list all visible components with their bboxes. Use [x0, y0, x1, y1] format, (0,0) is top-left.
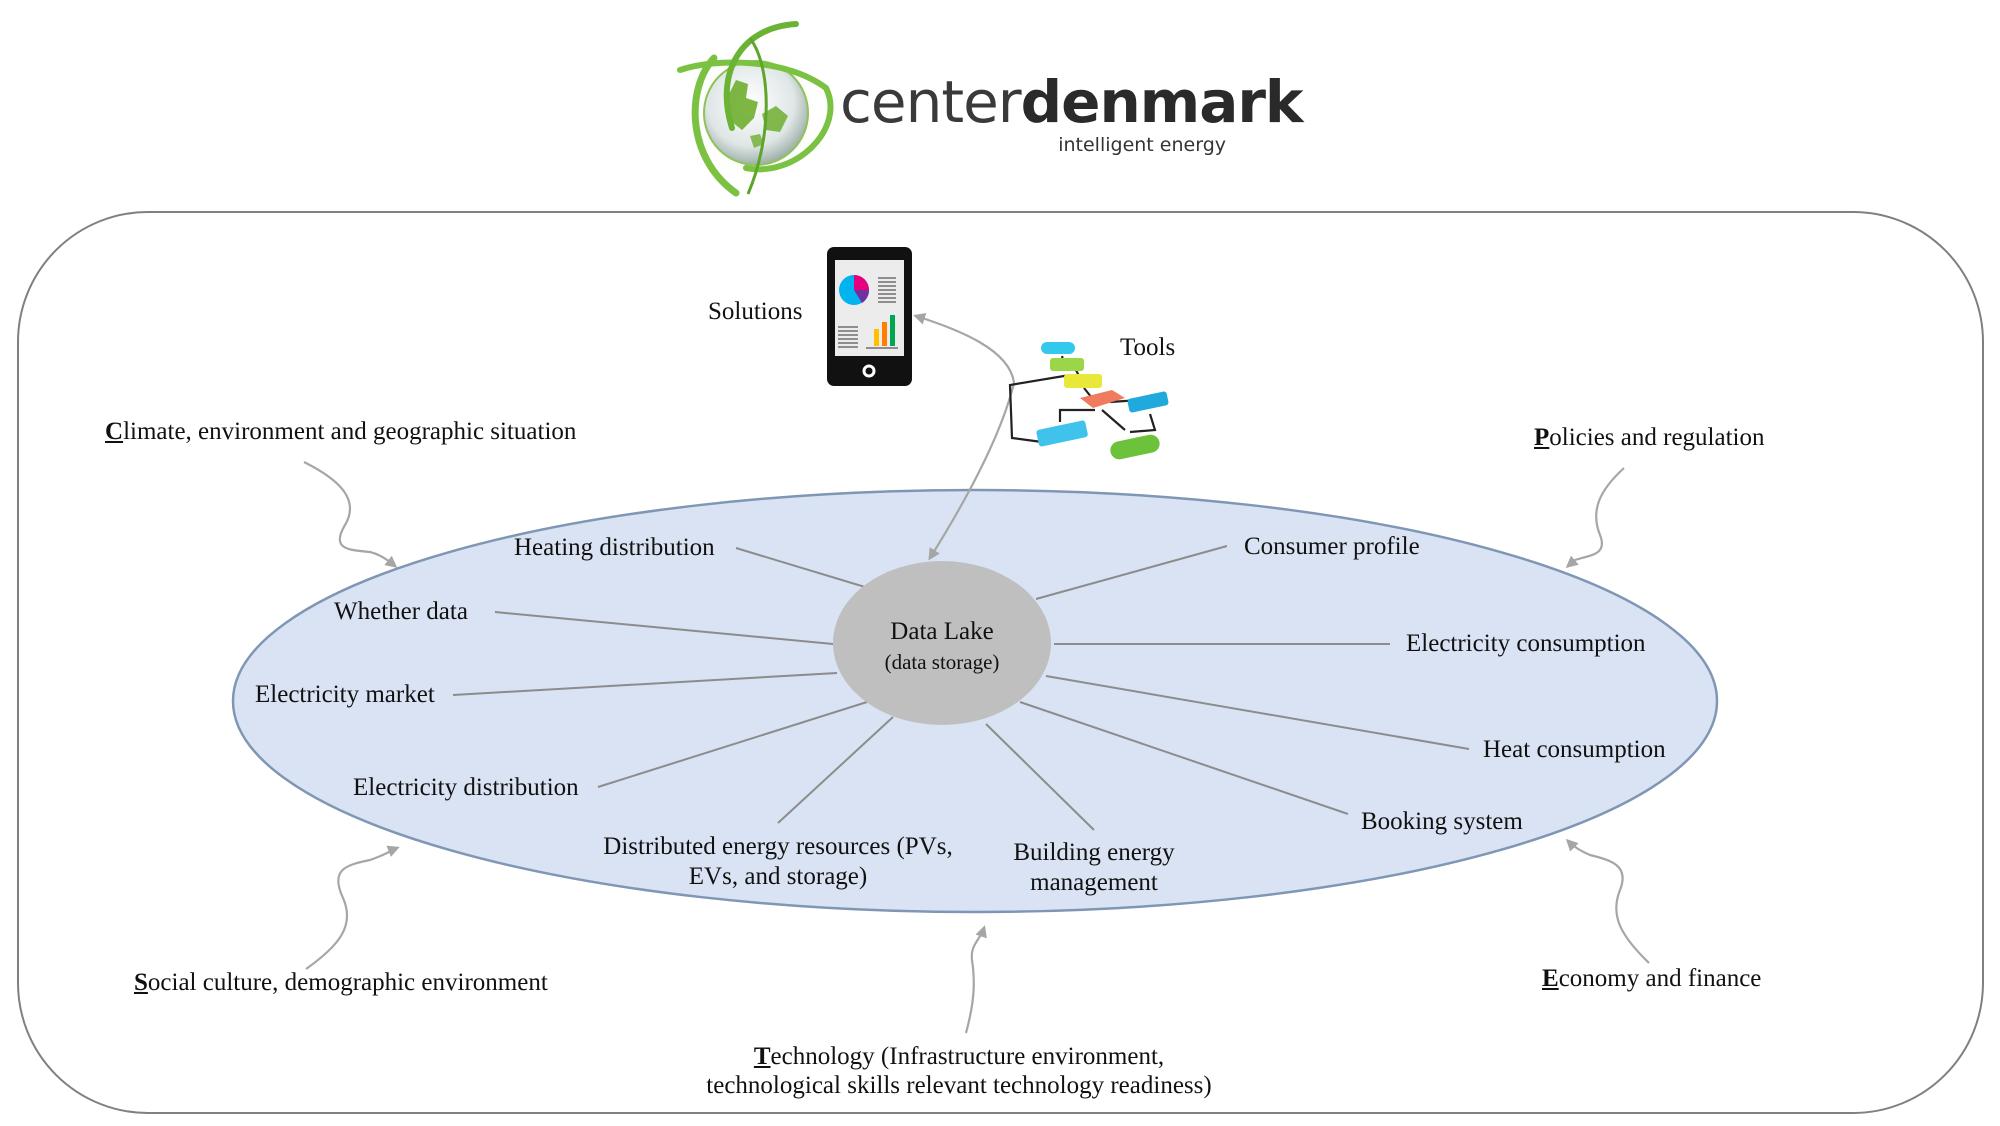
- arrow-technology: [964, 925, 987, 1034]
- factor-technology-initial: T: [753, 1043, 771, 1070]
- source-building-energy-line1: Building energy: [1013, 839, 1175, 866]
- factor-economy: Economy and finance: [1542, 964, 1761, 994]
- arrow-datalake: [928, 382, 1016, 561]
- source-heating-distribution: Heating distribution: [514, 534, 715, 561]
- factor-climate: Climate, environment and geographic situ…: [105, 417, 576, 447]
- connector-electricity-market: [452, 672, 838, 696]
- arrow-social: [305, 845, 400, 970]
- flowchart-icon: [1008, 342, 1169, 460]
- source-building-energy-line2: management: [1030, 869, 1158, 896]
- connector-whether-data: [494, 611, 834, 645]
- data-lake-subtitle: (data storage): [884, 650, 1000, 674]
- factor-technology-line2: technological skills relevant technology…: [706, 1072, 1212, 1099]
- connector-der: [777, 716, 894, 824]
- source-booking-system: Booking system: [1361, 808, 1523, 835]
- logo-brand-bold: denmark: [1020, 68, 1304, 136]
- factor-technology-text: echnology (Infrastructure environment,: [770, 1043, 1165, 1070]
- logo-brand-light: center: [840, 68, 1022, 136]
- tools-label: Tools: [1120, 334, 1176, 361]
- source-whether-data: Whether data: [334, 598, 468, 625]
- source-heat-consumption: Heat consumption: [1483, 736, 1666, 763]
- connector-electricity-distribution: [597, 701, 868, 788]
- factor-technology-line1: Technology (Infrastructure environment,: [754, 1042, 1164, 1072]
- environment-frame: [17, 211, 1984, 1114]
- factor-social-text: ocial culture, demographic environment: [147, 969, 548, 996]
- solutions-label: Solutions: [708, 298, 803, 325]
- factor-economy-initial: E: [1542, 965, 1559, 992]
- arrow-economy: [1565, 838, 1650, 964]
- factor-social-initial: S: [134, 969, 148, 996]
- source-electricity-consumption: Electricity consumption: [1406, 630, 1646, 657]
- factor-climate-initial: C: [105, 418, 124, 445]
- connector-booking-system: [1019, 701, 1349, 815]
- factor-social: Social culture, demographic environment: [134, 968, 548, 998]
- source-consumer-profile: Consumer profile: [1244, 533, 1420, 560]
- connector-building-energy: [985, 723, 1095, 831]
- connector-heating-distribution: [735, 547, 866, 588]
- factor-climate-text: limate, environment and geographic situa…: [123, 418, 577, 445]
- source-electricity-market: Electricity market: [255, 681, 435, 708]
- source-der-line2: EVs, and storage): [688, 863, 868, 890]
- factor-policies-initial: P: [1534, 424, 1550, 451]
- connector-consumer-profile: [1035, 545, 1228, 600]
- logo-wordmark: centerdenmark: [840, 66, 1304, 137]
- center-denmark-logo: centerdenmark intelligent energy: [676, 18, 1304, 200]
- connector-heat-consumption: [1045, 675, 1470, 750]
- tablet-dashboard-icon: [827, 247, 912, 386]
- source-electricity-distribution: Electricity distribution: [353, 774, 579, 801]
- arrow-solutions: [913, 313, 1016, 384]
- data-lake-node: [833, 561, 1051, 725]
- source-der-line1: Distributed energy resources (PVs,: [603, 833, 953, 860]
- arrow-climate: [303, 461, 398, 568]
- logo-tagline: intelligent energy: [1058, 134, 1226, 156]
- factor-policies: Policies and regulation: [1534, 423, 1765, 453]
- factor-policies-text: olicies and regulation: [1549, 424, 1765, 451]
- globe-swirl-icon: [676, 21, 836, 198]
- data-lake-title: Data Lake: [890, 618, 994, 645]
- factor-economy-text: conomy and finance: [1558, 965, 1762, 992]
- arrow-policies: [1565, 467, 1625, 568]
